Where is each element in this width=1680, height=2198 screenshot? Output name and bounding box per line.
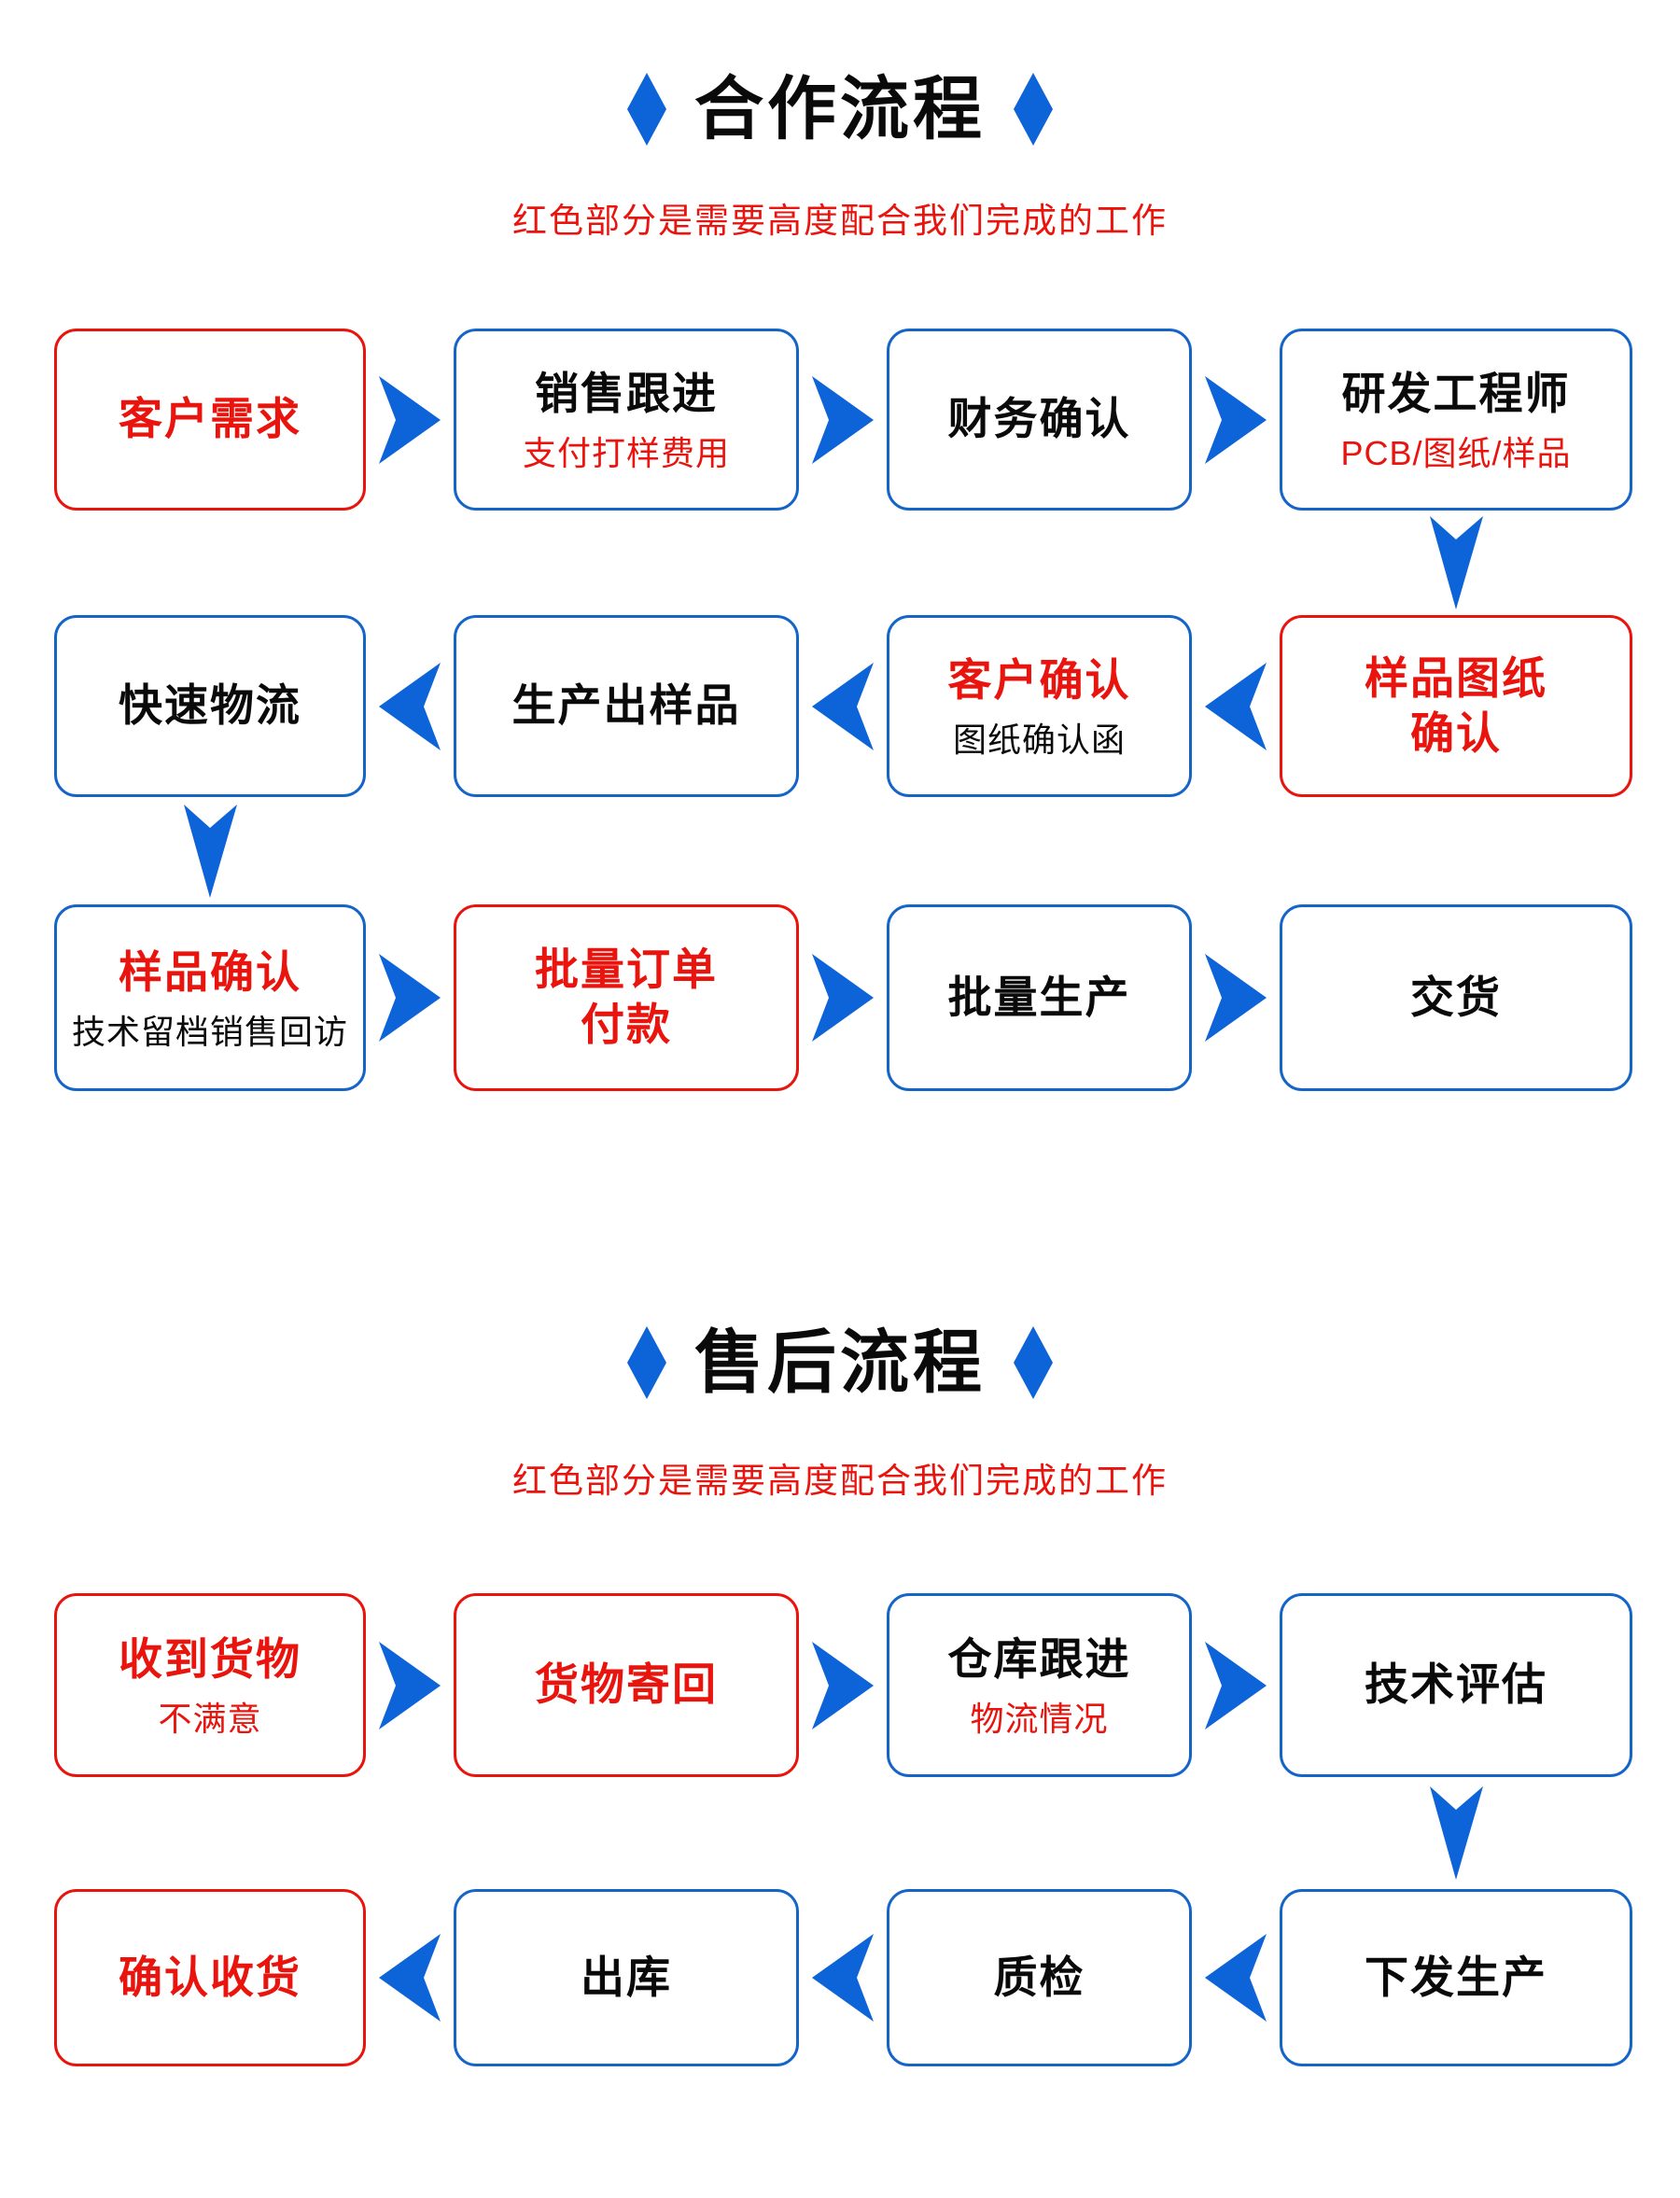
cooperation-process-section: 合作流程 红色部分是需要高度配合我们完成的工作 客户需求 销售跟进 支付打样费用… bbox=[0, 73, 1680, 1091]
arrow-left-icon bbox=[1205, 662, 1267, 750]
section-header: 合作流程 bbox=[0, 73, 1680, 146]
flow-chart: 收到货物 不满意 货物寄回 仓库跟进 物流情况 技术评估 bbox=[0, 1593, 1680, 2066]
arrow-down-icon bbox=[183, 804, 237, 898]
box-delivery: 交货 bbox=[1280, 904, 1632, 1091]
diamond-icon bbox=[627, 73, 666, 146]
box-sample-confirm: 样品确认 技术留档销售回访 bbox=[54, 904, 366, 1091]
flow-row: 确认收货 出库 质检 下发生产 bbox=[54, 1889, 1632, 2066]
section-header: 售后流程 bbox=[0, 1326, 1680, 1399]
arrow-right-icon bbox=[1205, 954, 1267, 1042]
box-goods-returned: 货物寄回 bbox=[454, 1593, 799, 1777]
flow-connector bbox=[54, 797, 1632, 904]
box-produce-sample: 生产出样品 bbox=[454, 615, 799, 797]
arrow-right-icon bbox=[1205, 1641, 1267, 1729]
arrow-right-icon bbox=[379, 954, 441, 1042]
arrow-right-icon bbox=[812, 375, 874, 464]
flow-row: 快速物流 生产出样品 客户确认 图纸确认函 样品图纸 确认 bbox=[54, 615, 1632, 797]
flow-row: 客户需求 销售跟进 支付打样费用 财务确认 研发工程师 PCB/图纸/样品 bbox=[54, 329, 1632, 511]
box-bulk-order-payment: 批量订单 付款 bbox=[454, 904, 799, 1091]
arrow-left-icon bbox=[379, 662, 441, 750]
arrow-left-icon bbox=[1205, 1934, 1267, 2022]
flow-row: 样品确认 技术留档销售回访 批量订单 付款 批量生产 交货 bbox=[54, 904, 1632, 1091]
flow-row: 收到货物 不满意 货物寄回 仓库跟进 物流情况 技术评估 bbox=[54, 1593, 1632, 1777]
arrow-down-icon bbox=[1429, 1786, 1483, 1880]
box-sales-follow-up: 销售跟进 支付打样费用 bbox=[454, 329, 799, 511]
after-sales-process-section: 售后流程 红色部分是需要高度配合我们完成的工作 收到货物 不满意 货物寄回 仓库… bbox=[0, 1326, 1680, 2066]
box-confirm-receipt: 确认收货 bbox=[54, 1889, 366, 2066]
section-subtitle: 红色部分是需要高度配合我们完成的工作 bbox=[512, 1462, 1168, 1500]
box-technical-evaluation: 技术评估 bbox=[1280, 1593, 1632, 1777]
box-rd-engineer: 研发工程师 PCB/图纸/样品 bbox=[1280, 329, 1632, 511]
box-out-of-warehouse: 出库 bbox=[454, 1889, 799, 2066]
box-sample-drawing-confirm: 样品图纸 确认 bbox=[1280, 615, 1632, 797]
diamond-icon bbox=[1014, 73, 1053, 146]
arrow-right-icon bbox=[812, 954, 874, 1042]
box-customer-requirement: 客户需求 bbox=[54, 329, 366, 511]
flow-connector bbox=[54, 511, 1632, 615]
arrow-right-icon bbox=[812, 1641, 874, 1729]
arrow-left-icon bbox=[812, 1934, 874, 2022]
box-customer-confirm: 客户确认 图纸确认函 bbox=[887, 615, 1192, 797]
arrow-right-icon bbox=[1205, 375, 1267, 464]
box-bulk-production: 批量生产 bbox=[887, 904, 1192, 1091]
box-quality-inspection: 质检 bbox=[887, 1889, 1192, 2066]
box-fast-logistics: 快速物流 bbox=[54, 615, 366, 797]
arrow-right-icon bbox=[379, 375, 441, 464]
arrow-right-icon bbox=[379, 1641, 441, 1729]
arrow-down-icon bbox=[1429, 516, 1483, 609]
arrow-left-icon bbox=[812, 662, 874, 750]
flow-connector bbox=[54, 1777, 1632, 1889]
flow-chart: 客户需求 销售跟进 支付打样费用 财务确认 研发工程师 PCB/图纸/样品 bbox=[0, 329, 1680, 1091]
box-finance-confirm: 财务确认 bbox=[887, 329, 1192, 511]
box-warehouse-follow-up: 仓库跟进 物流情况 bbox=[887, 1593, 1192, 1777]
box-issue-production: 下发生产 bbox=[1280, 1889, 1632, 2066]
diamond-icon bbox=[627, 1326, 666, 1399]
page-title: 售后流程 bbox=[694, 1323, 986, 1401]
diamond-icon bbox=[1014, 1326, 1053, 1399]
box-goods-received: 收到货物 不满意 bbox=[54, 1593, 366, 1777]
arrow-left-icon bbox=[379, 1934, 441, 2022]
page-title: 合作流程 bbox=[694, 70, 986, 147]
section-subtitle: 红色部分是需要高度配合我们完成的工作 bbox=[512, 202, 1168, 240]
